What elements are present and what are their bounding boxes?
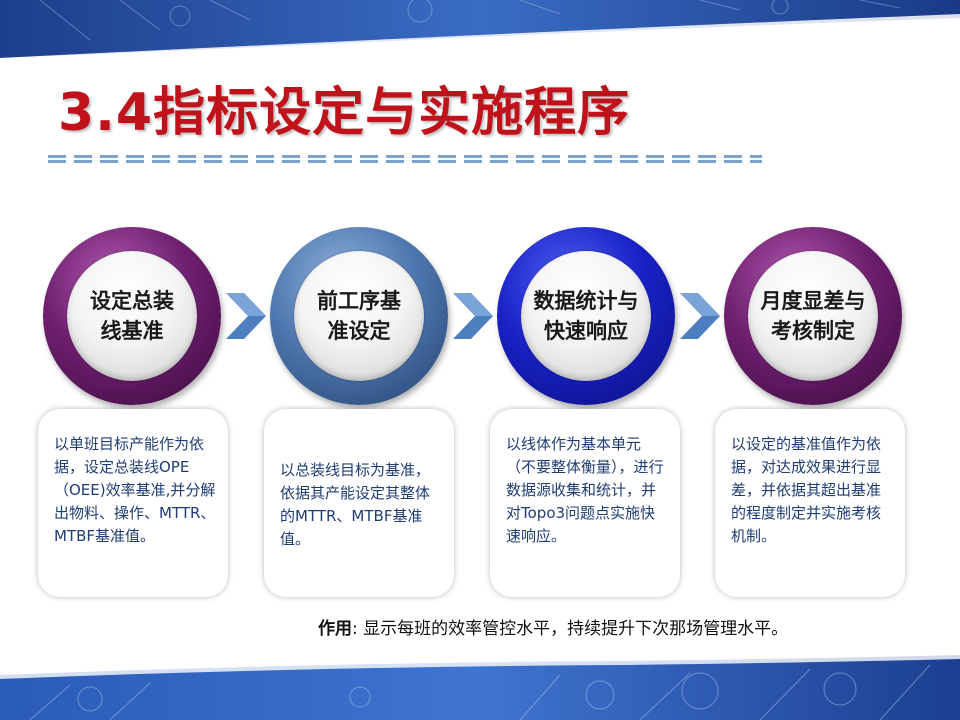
step-4-label-line1: 月度显差与 <box>760 289 866 313</box>
step-2-label-line1: 前工序基 <box>317 289 401 313</box>
step-2-description: 以总装线目标为基准，依据其产能设定其整体的MTTR、MTBF基准值。 <box>280 461 431 548</box>
step-3-label: 数据统计与 快速响应 <box>521 286 651 346</box>
step-3-label-line1: 数据统计与 <box>533 289 639 313</box>
purpose-text: 显示每班的效率管控水平，持续提升下次那场管理水平。 <box>363 619 789 639</box>
step-2-ring: 前工序基 准设定 <box>270 227 448 405</box>
step-4-description-card: 以设定的基准值作为依据，对达成效果进行显差，并依据其超出基准的程度制定并实施考核… <box>715 409 905 597</box>
step-1-label: 设定总装 线基准 <box>67 286 197 346</box>
purpose-label: 作用 <box>318 619 352 639</box>
step-2-label-line2: 准设定 <box>327 319 391 343</box>
chevron-right-icon <box>680 293 720 339</box>
purpose-note: 作用: 显示每班的效率管控水平，持续提升下次那场管理水平。 <box>318 614 788 639</box>
step-4-disc: 月度显差与 考核制定 <box>748 251 878 381</box>
bottom-decorative-band <box>0 655 960 720</box>
step-3-description-card: 以线体作为基本单元（不要整体衡量），进行数据源收集和统计，并对Topo3问题点实… <box>490 409 680 597</box>
step-1-description: 以单班目标产能作为依据，设定总装线OPE（OEE)效率基准,并分解出物料、操作、… <box>54 435 216 545</box>
step-4-label-line2: 考核制定 <box>771 319 855 343</box>
slide-title: 3.4指标设定与实施程序 <box>58 83 631 143</box>
title-dashed-rule <box>48 155 762 163</box>
step-1-disc: 设定总装 线基准 <box>67 251 197 381</box>
step-1-label-line2: 线基准 <box>100 319 164 343</box>
step-4-ring: 月度显差与 考核制定 <box>724 227 902 405</box>
step-2-label: 前工序基 准设定 <box>294 286 424 346</box>
step-1-ring: 设定总装 线基准 <box>43 227 221 405</box>
chevron-right-icon <box>226 293 266 339</box>
purpose-separator: : <box>352 619 358 639</box>
step-4-description: 以设定的基准值作为依据，对达成效果进行显差，并依据其超出基准的程度制定并实施考核… <box>731 435 882 545</box>
step-1-description-card: 以单班目标产能作为依据，设定总装线OPE（OEE)效率基准,并分解出物料、操作、… <box>38 409 228 597</box>
step-3-description: 以线体作为基本单元（不要整体衡量），进行数据源收集和统计，并对Topo3问题点实… <box>506 435 664 545</box>
step-3-ring: 数据统计与 快速响应 <box>497 227 675 405</box>
step-2-description-card: 以总装线目标为基准，依据其产能设定其整体的MTTR、MTBF基准值。 <box>264 409 454 597</box>
step-3-label-line2: 快速响应 <box>544 319 628 343</box>
step-2-disc: 前工序基 准设定 <box>294 251 424 381</box>
chevron-right-icon <box>453 293 493 339</box>
step-1-label-line1: 设定总装 <box>90 289 174 313</box>
step-4-label: 月度显差与 考核制定 <box>748 286 878 346</box>
step-3-disc: 数据统计与 快速响应 <box>521 251 651 381</box>
top-decorative-band <box>0 0 960 58</box>
